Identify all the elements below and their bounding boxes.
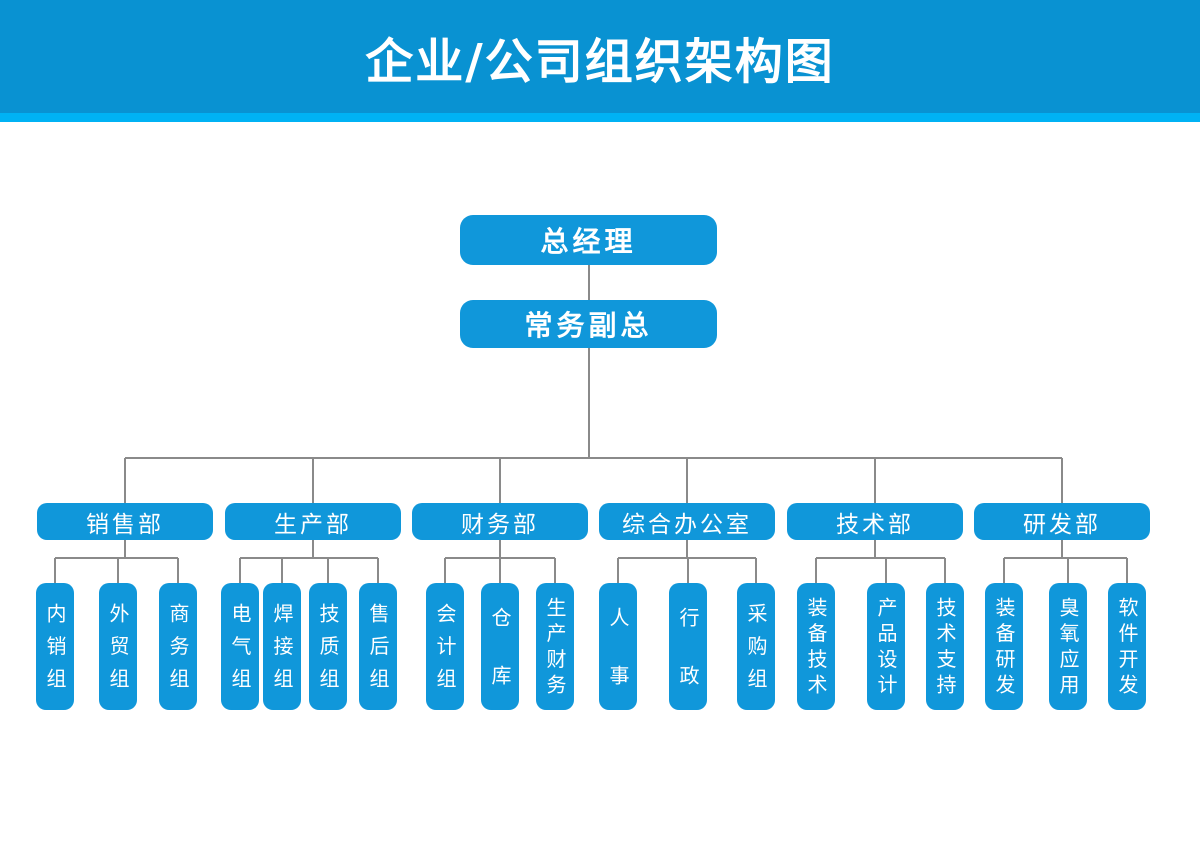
node-team-welding: 焊接组 [263,583,301,710]
node-dept-technology: 技术部 [787,503,963,540]
node-executive-deputy-gm: 常务副总 [460,300,717,348]
node-team-warehouse: 仓库 [481,583,519,723]
node-dept-rnd: 研发部 [974,503,1150,540]
node-team-software-dev: 软件开发 [1108,583,1146,710]
node-team-hr: 人事 [599,583,637,723]
node-team-product-design: 产品设计 [867,583,905,710]
node-dept-production: 生产部 [225,503,401,540]
node-team-admin: 行政 [669,583,707,723]
header-accent-strip [0,113,1200,122]
node-team-business: 商务组 [159,583,197,710]
node-general-manager: 总经理 [460,215,717,265]
page-title: 企业/公司组织架构图 [365,33,835,90]
node-dept-general-office: 综合办公室 [599,503,775,540]
node-team-after-sales: 售后组 [359,583,397,710]
node-dept-sales: 销售部 [37,503,213,540]
node-team-equipment-tech: 装备技术 [797,583,835,710]
node-dept-finance: 财务部 [412,503,588,540]
node-team-equipment-rnd: 装备研发 [985,583,1023,710]
node-team-quality: 技质组 [309,583,347,710]
node-team-accounting: 会计组 [426,583,464,710]
node-team-tech-support: 技术支持 [926,583,964,710]
node-team-foreign-trade: 外贸组 [99,583,137,710]
node-team-procurement: 采购组 [737,583,775,710]
node-team-ozone-application: 臭氧应用 [1049,583,1087,710]
node-team-production-finance: 生产财务 [536,583,574,710]
node-team-domestic-sales: 内销组 [36,583,74,710]
node-team-electrical: 电气组 [221,583,259,710]
page-header: 企业/公司组织架构图 [0,0,1200,113]
